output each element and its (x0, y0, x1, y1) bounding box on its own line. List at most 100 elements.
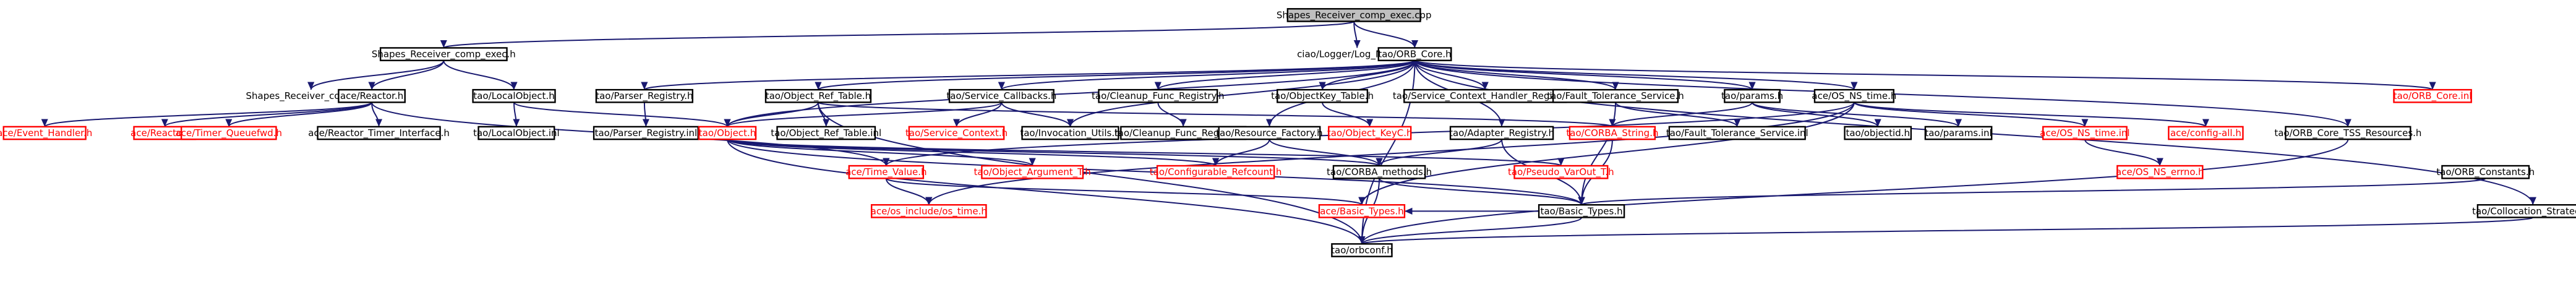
node-reactor-h[interactable]: ace/Reactor.h (338, 88, 406, 103)
edge-orb_core_h-to-os_ns_time_h (1414, 59, 1858, 91)
node-box (1924, 126, 1993, 140)
node-corba-string[interactable]: tao/CORBA_String.h (1566, 126, 1658, 140)
edge-reactor_h-to-event_handler (41, 101, 373, 127)
node-box (1277, 88, 1369, 103)
node-box (1538, 204, 1625, 218)
node-os-ns-time-h[interactable]: ace/OS_NS_time.h (1812, 88, 1896, 103)
node-ace-basic-types[interactable]: ace/Basic_Types.h (1318, 204, 1406, 218)
node-box (1813, 88, 1894, 103)
node-sr-exec-h[interactable]: Shapes_Receiver_comp_exec.h (372, 47, 516, 61)
node-invocation-utils[interactable]: tao/Invocation_Utils.h (1020, 126, 1121, 140)
edge-orb_core_h-to-svc_ctx_handler_h (1414, 60, 1489, 90)
node-label: ace/Time_Value.h (845, 166, 926, 178)
edge-reactor_h-to-reactor_inl (161, 101, 373, 127)
node-cleanup-func-h[interactable]: tao/Cleanup_Func_Registry.h (1092, 88, 1225, 103)
node-box (2441, 165, 2530, 179)
node-adapter-registry[interactable]: tao/Adapter_Registry.h (1449, 126, 1554, 140)
node-object-keyc[interactable]: tao/Object_KeyC.h (1327, 126, 1413, 140)
node-label: ace/os_include/os_time.h (871, 205, 987, 217)
node-reactor-timer-if[interactable]: ace/Reactor_Timer_Interface.h (308, 126, 450, 140)
node-corba-methods[interactable]: tao/CORBA_methods.h (1327, 165, 1432, 179)
node-localobj-h[interactable]: tao/LocalObject.h (472, 88, 556, 103)
node-box (1098, 88, 1218, 103)
edge-adapter_registry-to-corba_methods (1376, 139, 1503, 166)
edge-sr_exec_h-to-sr_compec (307, 60, 445, 90)
node-label: ace/Reactor.h (340, 90, 403, 101)
node-box (1449, 126, 1554, 140)
node-orbconf[interactable]: tao/orbconf.h (1331, 243, 1393, 257)
node-label: tao/params.h (1721, 90, 1783, 101)
node-label: tao/Service_Callbacks.h (946, 90, 1056, 102)
node-label: ace/Timer_Queuefwd.h (176, 127, 282, 139)
edge-root-to-orb_core_h (1353, 21, 1419, 48)
node-obj-ref-table-inl[interactable]: tao/Object_Ref_Table.inl (771, 126, 881, 140)
node-label: tao/Object_Ref_Table.h (766, 90, 871, 102)
node-params-inl[interactable]: tao/params.inl (1924, 126, 1993, 140)
edge-parser_reg_h-to-parser_reg_inl (642, 102, 650, 127)
node-orb-constants[interactable]: tao/ORB_Constants.h (2436, 165, 2535, 179)
node-timer-queuefwd[interactable]: ace/Timer_Queuefwd.h (176, 126, 282, 140)
node-label: tao/Resource_Factory.h (1216, 127, 1323, 139)
edge-orb_core_h-to-cleanup_func_h (1154, 59, 1416, 91)
node-box (981, 165, 1084, 179)
node-label: tao/Object.h (699, 127, 756, 139)
node-collocation-strategy[interactable]: tao/Collocation_Strategy.h (2472, 204, 2576, 218)
node-cleanup-func-inl[interactable]: tao/Cleanup_Func_Registry.inl (1115, 126, 1252, 140)
node-label: tao/CORBA_methods.h (1327, 166, 1432, 178)
node-object-h[interactable]: tao/Object.h (698, 126, 757, 140)
edge-orb_core_tss-to-orbconf (1358, 139, 2349, 244)
node-os-ns-errno[interactable]: ace/OS_NS_errno.h (2116, 165, 2204, 179)
node-os-ns-time-inl[interactable]: ace/OS_NS_time.inl (2040, 126, 2130, 140)
node-label: tao/Basic_Types.h (1541, 205, 1623, 217)
node-orb-core-h[interactable]: tao/ORB_Core.h (1377, 47, 1452, 61)
node-tao-basic-types[interactable]: tao/Basic_Types.h (1538, 204, 1625, 218)
edge-objkey_table_h-to-object_keyc (1322, 102, 1374, 127)
node-box (1724, 88, 1781, 103)
node-fault-tol-inl[interactable]: tao/Fault_Tolerance_Service.inl (1666, 126, 1808, 140)
node-box (1021, 126, 1119, 140)
node-event-handler[interactable]: ace/Event_Handler.h (0, 126, 92, 140)
node-label: Shapes_Receiver_comp_exec.cpp (1277, 9, 1432, 21)
node-svc-callbacks-h[interactable]: tao/Service_Callbacks.h (946, 88, 1056, 103)
node-configurable-refcount[interactable]: tao/Configurable_Refcount.h (1150, 165, 1282, 179)
edge-reactor_h-to-timer_queuefwd (225, 101, 373, 127)
node-svc-ctx-handler-h[interactable]: tao/Service_Context_Handler_Registry.h (1393, 88, 1578, 103)
node-box (1552, 88, 1679, 103)
node-fault-tol-h[interactable]: tao/Fault_Tolerance_Service.h (1547, 88, 1684, 103)
node-obj-ref-table-h[interactable]: tao/Object_Ref_Table.h (764, 88, 872, 103)
node-label: tao/params.inl (1925, 127, 1992, 139)
node-object-argument-t[interactable]: tao/Object_Argument_T.h (974, 165, 1091, 179)
node-orb-core-tss[interactable]: tao/ORB_Core_TSS_Resources.h (2274, 126, 2421, 140)
node-resource-factory[interactable]: tao/Resource_Factory.h (1216, 126, 1323, 140)
edge-svc_callbacks_h-to-svc_context (952, 102, 1003, 127)
node-label: ace/OS_NS_errno.h (2116, 166, 2204, 178)
node-localobj-inl[interactable]: tao/LocalObject.inl (473, 126, 560, 140)
node-pseudo-varout[interactable]: tao/Pseudo_VarOut_T.h (1508, 165, 1614, 179)
edge-orb_core_h-to-params_h (1414, 59, 1756, 91)
node-box (2168, 126, 2244, 140)
node-label: tao/ORB_Core.inl (2394, 90, 2472, 102)
node-label: tao/LocalObject.inl (473, 127, 560, 139)
node-time-value[interactable]: ace/Time_Value.h (845, 165, 927, 179)
node-box (317, 126, 441, 140)
node-os-include-time[interactable]: ace/os_include/os_time.h (871, 204, 987, 218)
node-orb-core-inl[interactable]: tao/ORB_Core.inl (2393, 88, 2472, 103)
node-objectid-h[interactable]: tao/objectid.h (1844, 126, 1912, 140)
edge-sr_exec_h-to-localobj_h (443, 60, 518, 90)
node-box (1318, 204, 1406, 218)
node-label: tao/ObjectKey_Table.h (1271, 90, 1374, 102)
node-label: tao/Object_KeyC.h (1327, 127, 1413, 139)
node-objkey-table-h[interactable]: tao/ObjectKey_Table.h (1271, 88, 1374, 103)
node-box (1377, 47, 1452, 61)
edge-orb_core_h-to-obj_ref_table_h (815, 59, 1416, 91)
node-config-all[interactable]: ace/config-all.h (2168, 126, 2244, 140)
node-params-h[interactable]: tao/params.h (1721, 88, 1783, 103)
edge-os_ns_time_inl-to-os_ns_errno (2084, 139, 2163, 166)
node-parser-reg-inl[interactable]: tao/Parser_Registry.inl (593, 126, 699, 140)
node-box (1156, 165, 1275, 179)
node-root: Shapes_Receiver_comp_exec.cpp (1277, 8, 1432, 22)
edge-time_value-to-os_include_time (885, 178, 933, 205)
node-label: ace/config-all.h (2170, 127, 2241, 139)
node-parser-reg-h[interactable]: tao/Parser_Registry.h (595, 88, 693, 103)
node-svc-context[interactable]: tao/Service_Context.h (905, 126, 1008, 140)
